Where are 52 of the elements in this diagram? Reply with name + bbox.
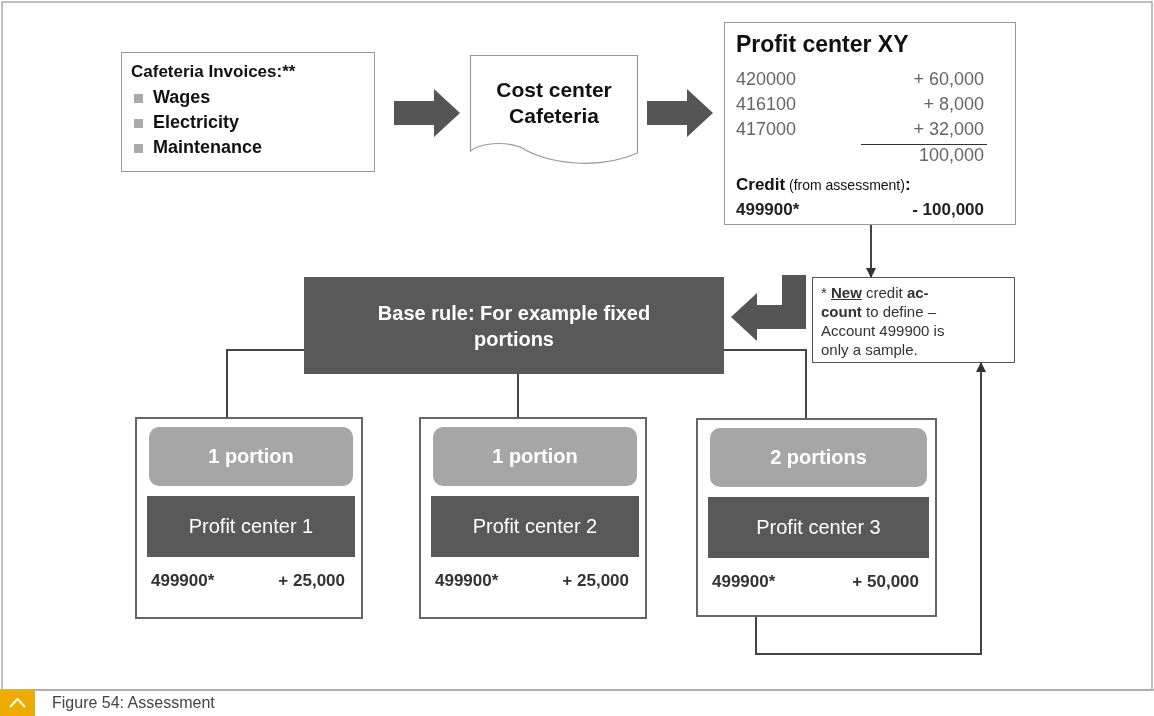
node-label: Cost center Cafeteria (495, 77, 613, 129)
arrow (866, 224, 876, 278)
profit-center-card (419, 417, 647, 619)
card-title: Profit center XY (736, 31, 909, 58)
ledger-entry: 100,000 (918, 145, 984, 166)
rule-label: Base rule: For example fixed portions (376, 300, 652, 352)
account-card (724, 22, 1016, 225)
portion-badge (149, 427, 353, 486)
amount-entry: 499900* (712, 572, 776, 592)
profit-center-box (708, 497, 929, 558)
note-box (812, 277, 1015, 363)
profit-center-card (696, 418, 937, 617)
list-item: Wages (153, 87, 211, 108)
ledger-entry: + 60,000 (913, 69, 984, 90)
amount-entry: + 25,000 (562, 571, 629, 591)
profit-center-box (147, 496, 355, 557)
ledger-entry: + 32,000 (913, 119, 984, 140)
list-item: Electricity (153, 112, 240, 133)
portion-label: 1 portion (492, 445, 578, 468)
amount-entry: + 50,000 (852, 572, 919, 592)
profit-center-box (431, 496, 639, 557)
ledger-entry: 420000 (736, 69, 797, 90)
portion-label: 2 portions (770, 446, 867, 469)
profit-center-label: Profit center 1 (188, 515, 314, 538)
list-heading: Cafeteria Invoices:** (131, 62, 296, 82)
amount-entry: 499900* (435, 571, 499, 591)
portion-badge (433, 427, 637, 486)
connector-line (723, 349, 807, 419)
profit-center-label: Profit center 2 (472, 515, 598, 538)
document-shape (470, 55, 638, 167)
figure-caption: Figure 54: Assessment (52, 694, 215, 712)
portion-badge (710, 428, 927, 487)
amount-entry: + 25,000 (278, 571, 345, 591)
amount-entry: 499900* (151, 571, 215, 591)
block-arrow (394, 89, 460, 137)
ledger-entry: - 100,000 (912, 200, 984, 220)
ledger-entry: 499900* (736, 200, 800, 220)
ledger-entry: + 8,000 (923, 94, 984, 115)
list-item: Maintenance (153, 137, 263, 158)
connector-line (517, 373, 519, 418)
footnote-text: *New credit ac- count to define – Account 499900 is only a sample. (821, 283, 946, 359)
block-arrow (647, 89, 713, 137)
ledger-entry: Credit (from assessment): (736, 175, 911, 195)
connector-line (226, 349, 305, 418)
ledger-entry: 416100 (736, 94, 797, 115)
profit-center-label: Profit center 3 (756, 516, 881, 539)
ledger-entry: 417000 (736, 119, 797, 140)
arrow (755, 362, 986, 655)
profit-center-card (135, 417, 363, 619)
portion-label: 1 portion (208, 445, 294, 468)
invoice-list-box (121, 52, 375, 172)
block-arrow (731, 275, 806, 341)
